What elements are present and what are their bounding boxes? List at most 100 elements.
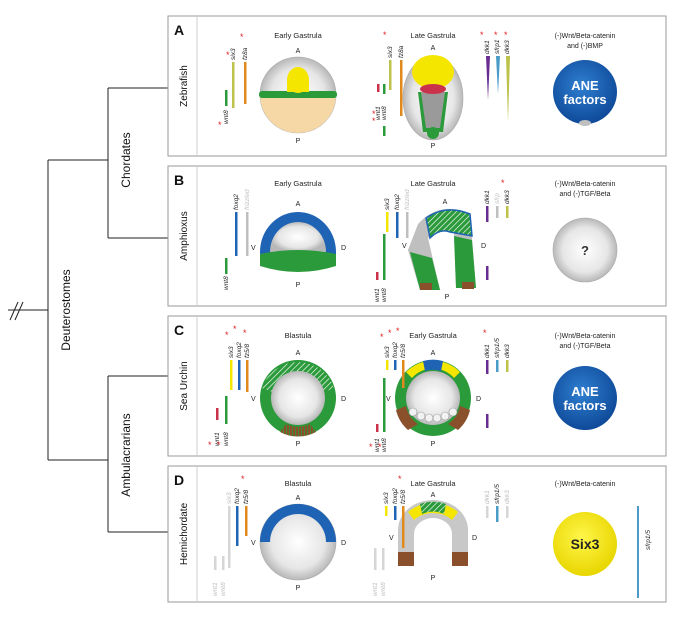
gene-label: wnt8: [223, 110, 230, 124]
ane-factors-ball: ANE factors: [553, 60, 617, 126]
result-label: factors: [563, 92, 606, 107]
svg-text:*: *: [388, 328, 392, 338]
condition-label: (-)Wnt/Beta-catenin: [555, 333, 616, 340]
foxq2-bar: [396, 212, 399, 238]
result-label: ANE: [571, 384, 599, 399]
phylogenetic-tree: [8, 87, 168, 533]
axis-p: P: [296, 282, 301, 289]
gene-label: wnt8: [381, 288, 388, 302]
gene-label: wnt8: [381, 438, 388, 452]
late-gastrula-embryo: [402, 55, 464, 141]
wnt8-bar: [383, 378, 386, 432]
gene-label: foxq2: [233, 194, 240, 210]
fz8a-bar: [400, 60, 403, 116]
panel-letter: A: [174, 22, 184, 38]
result-label: Six3: [571, 536, 600, 552]
svg-text:*: *: [241, 474, 245, 484]
gene-label: wnt1: [212, 582, 219, 596]
gene-label: wnt8: [380, 582, 387, 596]
panel-hemichordate: D Hemichordate Blastula Late Gastrula (-…: [167, 465, 667, 603]
gene-label: frizzled: [404, 189, 411, 210]
panel-sea-urchin: C Sea Urchin Blastula Early Gastrula (-)…: [167, 315, 667, 457]
gene-label: six3: [230, 48, 237, 60]
sfrp-bar: [496, 206, 499, 218]
late-gastrula-embryo: [408, 208, 476, 290]
axis-v: V: [386, 396, 391, 403]
gene-label: wnt1: [374, 288, 381, 302]
dkk1-bar: [486, 360, 489, 374]
sfrp-bar: [496, 506, 499, 522]
gene-label: dkk3: [504, 40, 511, 54]
gene-label: six3: [383, 492, 390, 504]
gene-label: wnt1: [372, 582, 379, 596]
svg-text:*: *: [372, 109, 376, 119]
gene-label: six3: [384, 346, 391, 358]
dkk3-bar: [506, 206, 509, 218]
condition-label: (-)Wnt/Beta-catenin: [555, 181, 616, 188]
gene-label: six3: [226, 492, 233, 504]
wnt1-bar: [216, 408, 219, 420]
svg-text:*: *: [480, 30, 484, 40]
svg-text:*: *: [383, 30, 387, 40]
sfrp-bar: [496, 360, 499, 372]
svg-text:*: *: [504, 30, 508, 40]
axis-d: D: [472, 535, 477, 542]
foxq2-bar: [235, 212, 238, 256]
result-label: factors: [563, 398, 606, 413]
gene-label: six3: [228, 346, 235, 358]
svg-text:*: *: [378, 442, 382, 452]
stage-label: Early Gastrula: [274, 31, 322, 40]
ane-factors-ball: ANE factors: [553, 366, 617, 430]
result-label: ANE: [571, 78, 599, 93]
svg-text:*: *: [240, 32, 244, 42]
tree-break-mark: [9, 301, 24, 321]
foxq2-bar: [394, 360, 397, 370]
svg-text:*: *: [501, 178, 505, 188]
foxq2-bar: [238, 360, 241, 390]
panel-amphioxus: B Amphioxus Early Gastrula Late Gastrula…: [167, 165, 667, 307]
panel-letter: B: [174, 172, 184, 188]
axis-d: D: [341, 540, 346, 547]
gene-label: wnt1: [214, 432, 221, 446]
fz58-bar: [402, 506, 405, 548]
stage-label: Early Gastrula: [409, 331, 457, 340]
axis-a: A: [431, 350, 436, 357]
early-gastrula-embryo: [395, 359, 471, 436]
foxq2-bar: [394, 506, 397, 520]
gene-label: wnt8: [381, 106, 388, 120]
late-gastrula-embryo: [398, 500, 468, 566]
axis-v: V: [251, 396, 256, 403]
axis-a: A: [296, 48, 301, 55]
ambulacrarians-label: Ambulacrarians: [119, 413, 133, 496]
gene-label: foxq2: [234, 488, 241, 504]
wnt8-bar: [382, 548, 385, 570]
wnt1-bar: [214, 556, 217, 570]
frizzled-bar: [406, 212, 409, 238]
svg-text:*: *: [225, 330, 229, 340]
gene-label: dkk1: [484, 344, 491, 358]
gene-label: foxq2: [394, 194, 401, 210]
gene-label: foxq2: [392, 488, 399, 504]
condition-label: and (-)TGF/Beta: [560, 191, 611, 198]
axis-v: V: [402, 243, 407, 250]
condition-label: (-)Wnt/Beta-catenin: [555, 33, 616, 40]
wnt8-bar: [225, 90, 228, 106]
gene-label: wnt8: [220, 582, 227, 596]
dkk1-bar: [486, 206, 489, 222]
wnt8-bar: [383, 84, 386, 94]
svg-text:*: *: [372, 116, 376, 126]
stage-label: Late Gastrula: [410, 31, 456, 40]
gene-label: dkk1: [484, 190, 491, 204]
gene-label: dkk3: [504, 344, 511, 358]
six3-bar: [228, 506, 231, 568]
frizzled-bar: [246, 212, 249, 256]
wnt8-bar: [222, 556, 225, 570]
dkk3-wedge: [506, 56, 510, 122]
sfrp1-wedge: [496, 56, 500, 94]
axis-a: A: [296, 495, 301, 502]
stage-label: Late Gastrula: [410, 179, 456, 188]
axis-p: P: [296, 585, 301, 592]
organism-label: Sea Urchin: [179, 361, 190, 410]
foxq2-bar: [236, 506, 239, 546]
gene-label: sfrp1/5: [494, 484, 501, 504]
